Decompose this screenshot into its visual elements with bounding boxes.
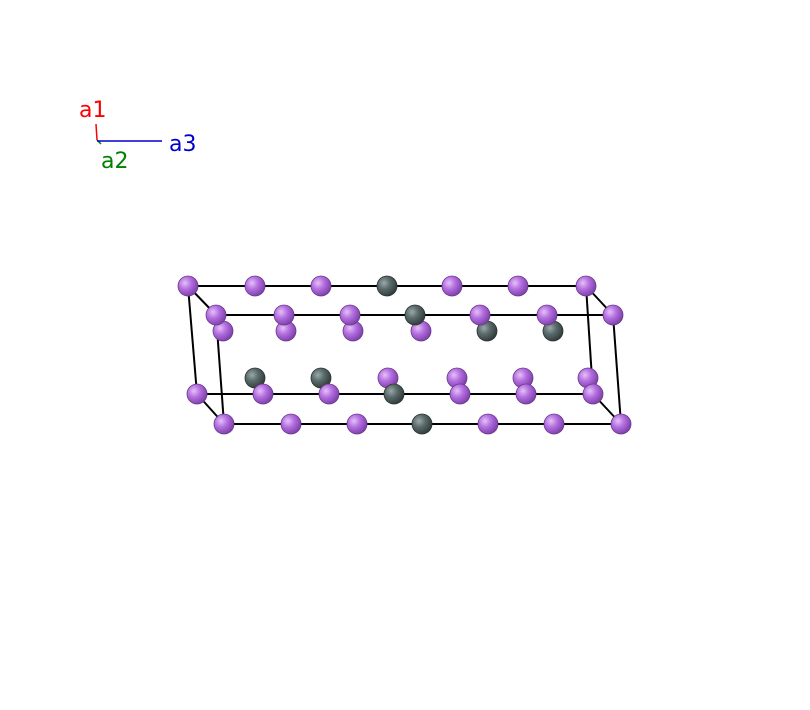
purple-atom: [515, 383, 537, 405]
cell-edge: [187, 285, 198, 395]
purple-atom: [582, 383, 604, 405]
a3-axis-label: a3: [169, 132, 196, 157]
purple-atom: [252, 383, 274, 405]
cell-edge: [612, 314, 622, 425]
purple-atom: [186, 383, 208, 405]
purple-atom: [310, 275, 332, 297]
axis-indicator: a1 a2 a3: [79, 98, 196, 174]
purple-atom: [449, 383, 471, 405]
a2-axis-label: a2: [101, 149, 128, 174]
purple-atom: [543, 413, 565, 435]
purple-atom: [244, 275, 266, 297]
purple-atom: [213, 413, 235, 435]
purple-atom: [205, 304, 227, 326]
purple-atom: [346, 413, 368, 435]
gray-atom: [376, 275, 398, 297]
purple-atom: [575, 275, 597, 297]
purple-atom: [280, 413, 302, 435]
purple-atom: [602, 304, 624, 326]
a1-axis-label: a1: [79, 98, 106, 123]
gray-atom: [383, 383, 405, 405]
purple-atom: [507, 275, 529, 297]
purple-atom: [318, 383, 340, 405]
purple-atom: [610, 413, 632, 435]
purple-atom: [536, 304, 558, 326]
purple-atom: [469, 304, 491, 326]
purple-atom: [339, 304, 361, 326]
purple-atom: [273, 304, 295, 326]
purple-atom: [177, 275, 199, 297]
gray-atom: [411, 413, 433, 435]
atoms: [177, 275, 632, 435]
a1-axis-line: [95, 123, 98, 141]
unit-cell-edges: [187, 285, 622, 425]
purple-atom: [441, 275, 463, 297]
gray-atom: [404, 304, 426, 326]
purple-atom: [477, 413, 499, 435]
